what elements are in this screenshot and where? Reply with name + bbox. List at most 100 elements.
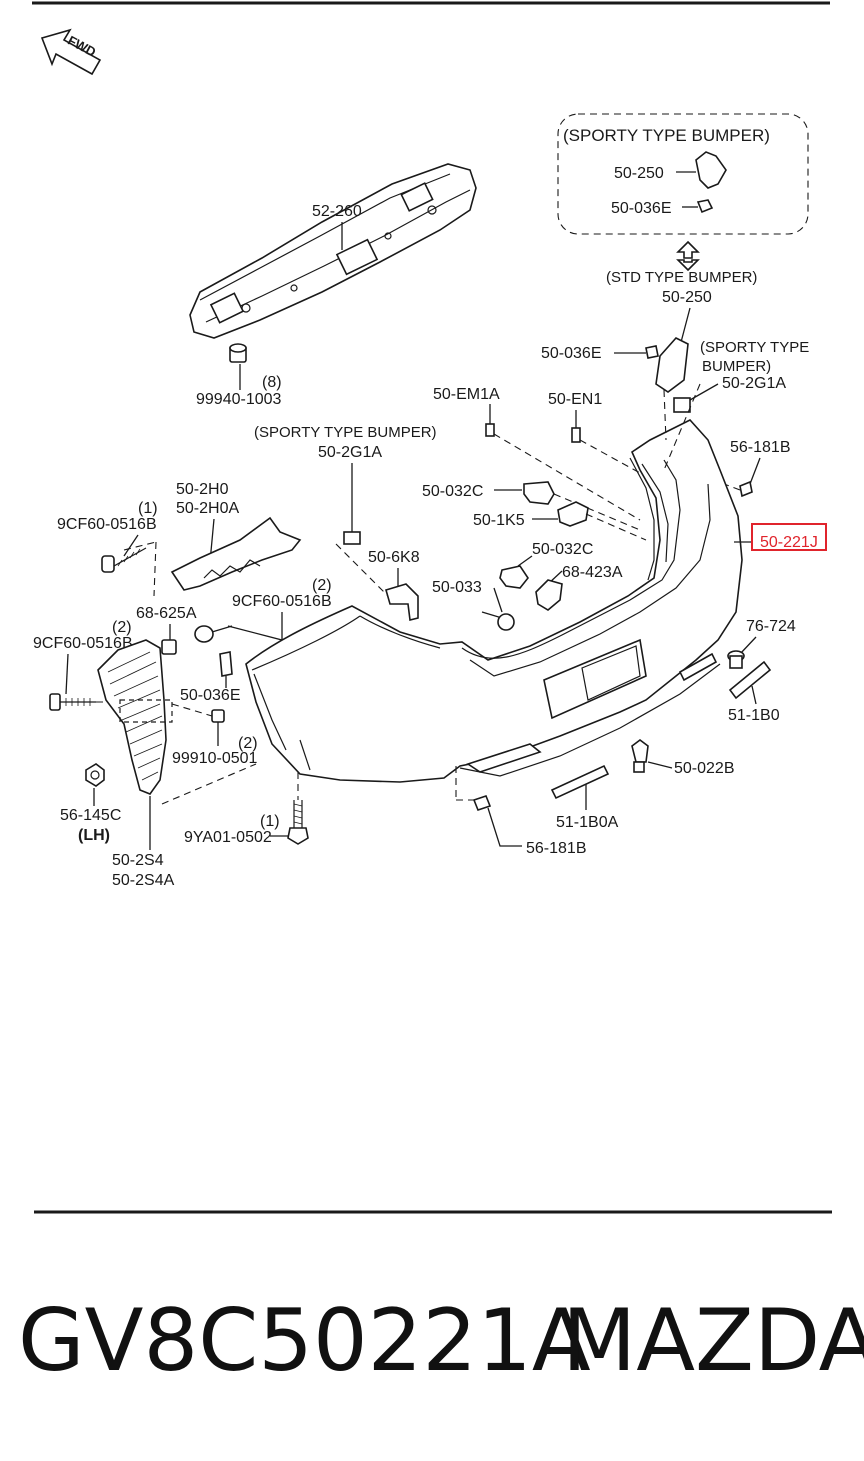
label-box-50-250: 50-250 xyxy=(614,165,664,182)
leader-76-724 xyxy=(739,636,757,655)
nut-99910-0501-drawing xyxy=(211,709,225,723)
leader-56-181B-top xyxy=(749,457,761,485)
clip-50-036E-top-drawing xyxy=(645,345,659,359)
screw-9CF60-b-drawing xyxy=(194,625,233,643)
label-box-50-036E: 50-036E xyxy=(611,200,672,217)
bracket-50-6K8-drawing xyxy=(385,583,419,621)
label-68-423A: 68-423A xyxy=(562,564,623,581)
label-99940-1003: 99940-1003 xyxy=(196,391,282,408)
screw-50-033-drawing xyxy=(481,611,515,631)
bolt-9YA01-0502-drawing xyxy=(287,800,309,845)
dash-side-bracket xyxy=(171,703,213,717)
label-qty-1-a: (1) xyxy=(138,500,158,517)
label-50-022B: 50-022B xyxy=(674,760,735,777)
bracket-68-423A-drawing xyxy=(535,579,563,611)
dash-50-032C-top xyxy=(553,493,641,531)
label-50-2S4: 50-2S4 xyxy=(112,852,164,869)
leader-50-250 xyxy=(679,307,691,347)
brand-name: MAZDA xyxy=(562,1291,864,1391)
label-9CF60-0516B-a: 9CF60-0516B xyxy=(57,516,157,533)
label-50-221J[interactable]: 50-221J xyxy=(760,534,818,551)
label-50-2H0A: 50-2H0A xyxy=(176,500,239,517)
label-56-181B-low: 56-181B xyxy=(526,840,587,857)
clip-76-724-drawing xyxy=(727,650,745,669)
label-50-2G1A-right: 50-2G1A xyxy=(722,375,786,392)
label-50-EM1A: 50-EM1A xyxy=(433,386,500,403)
nut-68-625A-drawing xyxy=(161,639,177,655)
clip-50-036E-low-drawing xyxy=(219,651,233,677)
part-56-181B-low-drawing xyxy=(472,795,492,811)
label-50-2G1A-left: 50-2G1A xyxy=(318,444,382,461)
bumper-cover-50-221J-drawing xyxy=(245,419,743,783)
pad-50-2G1A-right-drawing xyxy=(673,397,691,413)
dash-50-2G1A-left xyxy=(335,543,393,601)
swap-arrows-icon xyxy=(676,240,700,272)
pad-50-2G1A-left-drawing xyxy=(343,531,361,545)
label-76-724: 76-724 xyxy=(746,618,796,635)
note-std-type-bumper: (STD TYPE BUMPER) xyxy=(606,269,757,286)
label-50-6K8: 50-6K8 xyxy=(368,549,420,566)
label-lh: (LH) xyxy=(78,827,110,844)
dash-bracket-left xyxy=(663,389,667,441)
label-52-260: 52-260 xyxy=(312,203,362,220)
dash-9CF60-a-2 xyxy=(153,541,157,597)
sporty-type-dashed-box xyxy=(557,113,809,235)
bracket-50-2H0-ridge xyxy=(203,559,261,579)
leader-50-022B xyxy=(647,761,673,769)
reflector-51-1B0A-drawing xyxy=(550,764,610,800)
fwd-arrow-icon: FWD xyxy=(40,28,102,76)
label-9CF60-0516B-c: 9CF60-0516B xyxy=(33,635,133,652)
label-99910-0501: 99910-0501 xyxy=(172,750,258,767)
reflector-51-1B0-drawing xyxy=(728,660,772,700)
label-50-033: 50-033 xyxy=(432,579,482,596)
leader-9CF60-b xyxy=(227,612,283,641)
dash-9CF60-a-1 xyxy=(123,541,157,551)
leader-56-181B-low xyxy=(487,807,522,847)
label-9CF60-0516B-b: 9CF60-0516B xyxy=(232,593,332,610)
part-50-EM1A-drawing xyxy=(485,423,495,437)
dash-50-1K5 xyxy=(585,513,647,541)
bracket-50-2H0-drawing xyxy=(170,516,302,591)
side-bracket-50-2S4-drawing xyxy=(97,639,173,795)
label-qty-2-b: (2) xyxy=(312,577,332,594)
nut-56-145C-drawing xyxy=(85,763,105,787)
dash-bracket-right xyxy=(663,383,701,471)
label-50-250: 50-250 xyxy=(662,289,712,306)
label-50-EN1: 50-EN1 xyxy=(548,391,602,408)
reinforcement-beam-drawing xyxy=(189,163,477,339)
note-sporty-type-top: (SPORTY TYPE BUMPER) xyxy=(563,126,770,145)
part-56-181B-top-drawing xyxy=(739,480,753,498)
screw-9CF60-c-drawing xyxy=(49,693,96,711)
highlight-box-50-221J[interactable] xyxy=(751,523,827,551)
note-sporty-right-2: BUMPER) xyxy=(702,358,771,375)
label-50-2H0: 50-2H0 xyxy=(176,481,229,498)
clip-box-50-036E-drawing xyxy=(696,199,714,214)
label-qty-2-d: (2) xyxy=(238,735,258,752)
clip-50-022B-drawing xyxy=(631,739,649,773)
nut-99940-1003-drawing xyxy=(229,343,247,363)
label-50-032C-top: 50-032C xyxy=(422,483,483,500)
note-sporty-left: (SPORTY TYPE BUMPER) xyxy=(254,424,437,441)
screw-9CF60-a-drawing xyxy=(101,547,147,573)
label-50-2S4A: 50-2S4A xyxy=(112,872,175,889)
bracket-50-1K5-drawing xyxy=(557,501,589,527)
label-56-181B-top: 56-181B xyxy=(730,439,791,456)
bracket-box-50-250-drawing xyxy=(695,151,727,189)
leader-9CF60-c xyxy=(65,653,69,695)
dash-lower-left xyxy=(161,763,257,805)
note-sporty-right-1: (SPORTY TYPE xyxy=(700,339,809,356)
leader-50-033 xyxy=(493,587,503,613)
part-50-EN1-drawing xyxy=(571,427,581,443)
label-9YA01-0502: 9YA01-0502 xyxy=(184,829,272,846)
label-51-1B0A: 51-1B0A xyxy=(556,814,619,831)
label-50-032C-mid: 50-032C xyxy=(532,541,593,558)
label-68-625A: 68-625A xyxy=(136,605,197,622)
leader-9CF60-a xyxy=(123,534,139,557)
part-number-title: GV8C50221A xyxy=(18,1291,591,1391)
label-50-1K5: 50-1K5 xyxy=(473,512,525,529)
label-51-1B0: 51-1B0 xyxy=(728,707,780,724)
label-qty-8: (8) xyxy=(262,374,282,391)
dash-50-EM1A xyxy=(493,433,641,521)
